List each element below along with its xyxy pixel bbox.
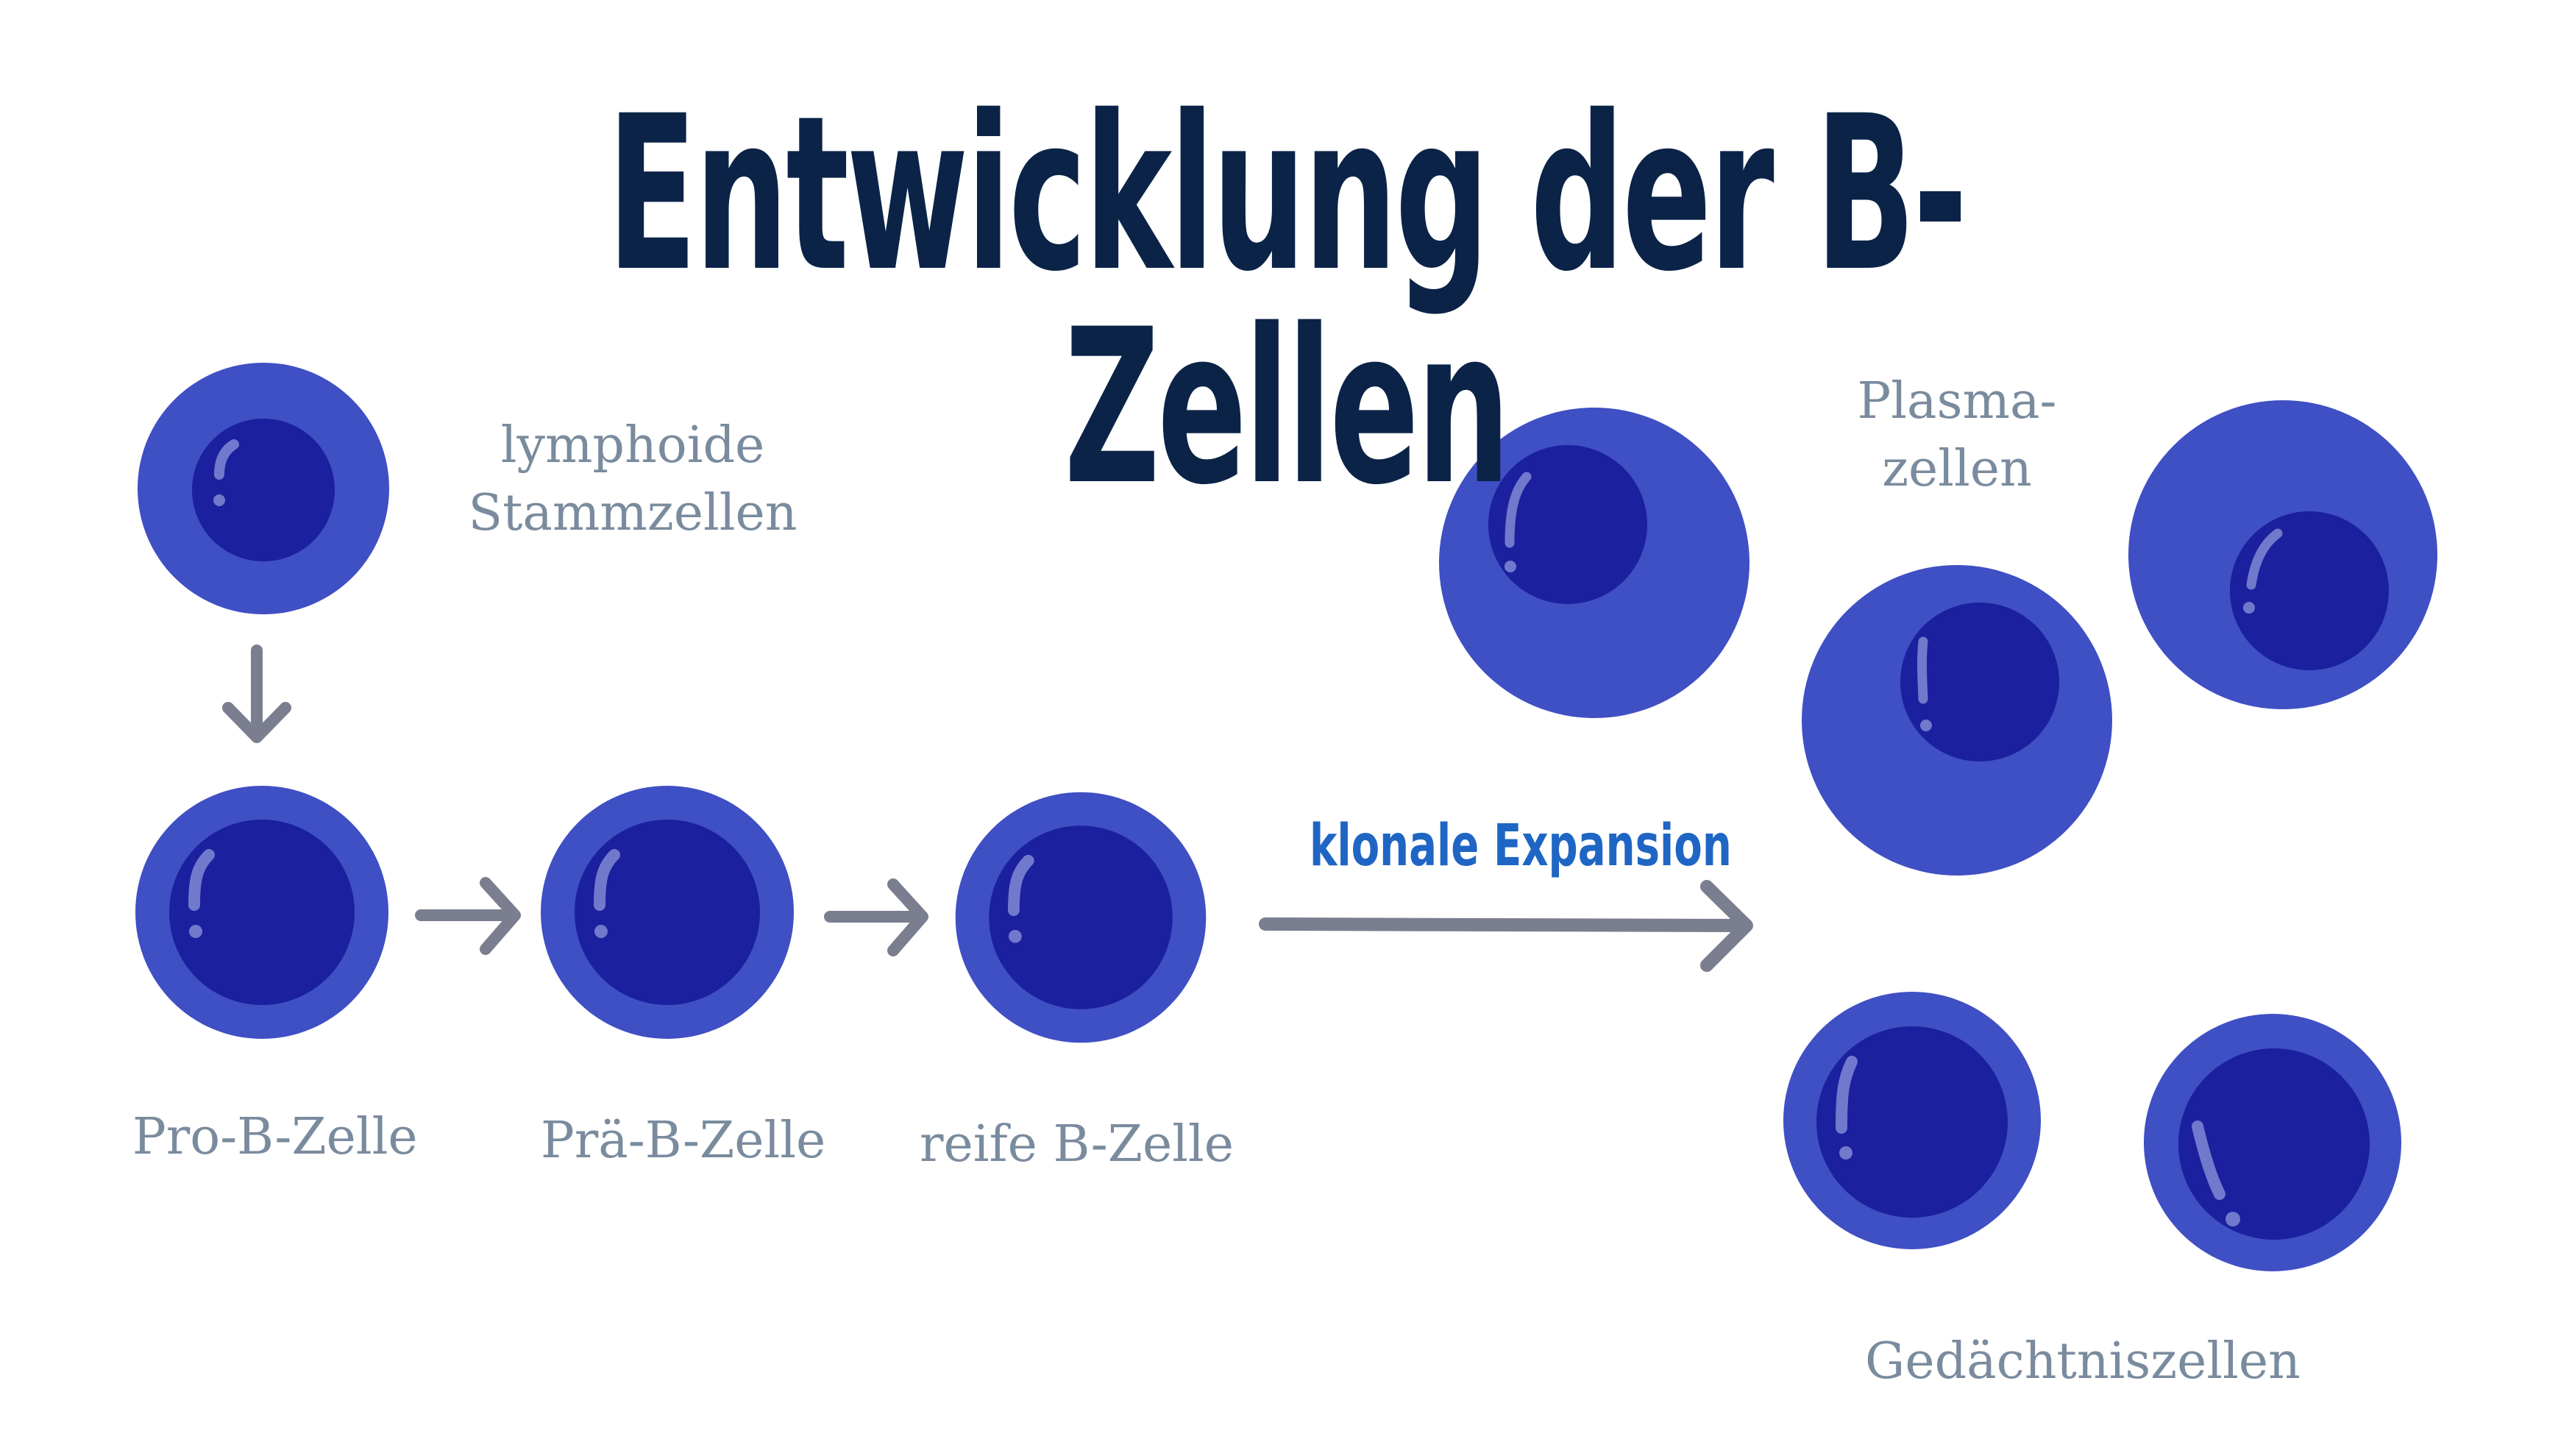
plasma-cell-icon xyxy=(1802,565,2112,876)
pre-b-label: Prä-B-Zelle xyxy=(541,1112,826,1170)
pro-b-cell-icon xyxy=(135,786,388,1039)
plasma-cells-label: Plasma- zellen xyxy=(1825,368,2089,503)
memory-cells-label: Gedächtniszellen xyxy=(1865,1332,2301,1391)
arrow-down-icon xyxy=(222,644,291,743)
plasma-cell-icon xyxy=(2128,400,2437,709)
memory-cell-icon xyxy=(1783,992,2041,1249)
plasma-cells-label-line1: Plasma- xyxy=(1857,372,2057,430)
plasma-cells-label-line2: zellen xyxy=(1882,439,2032,498)
arrow-right-icon xyxy=(824,878,928,956)
lymphoid-stem-label: lymphoide Stammzellen xyxy=(441,412,824,547)
lymphoid-stem-cell-icon xyxy=(138,363,389,614)
memory-cell-icon xyxy=(2144,1014,2401,1271)
lymphoid-stem-label-line1: lymphoide xyxy=(500,416,765,475)
clonal-expansion-label: klonale Expansion xyxy=(1310,813,1732,879)
plasma-cell-icon xyxy=(1439,408,1749,718)
pre-b-cell-icon xyxy=(541,786,794,1039)
mature-b-label: reife B-Zelle xyxy=(920,1115,1234,1173)
lymphoid-stem-label-line2: Stammzellen xyxy=(468,483,797,542)
mature-b-cell-icon xyxy=(956,792,1207,1043)
arrow-right-icon xyxy=(415,877,521,955)
pro-b-label: Pro-B-Zelle xyxy=(132,1108,418,1166)
expansion-arrow-icon xyxy=(1259,880,1753,972)
page-title: Entwicklung der B-Zellen xyxy=(606,71,1968,532)
